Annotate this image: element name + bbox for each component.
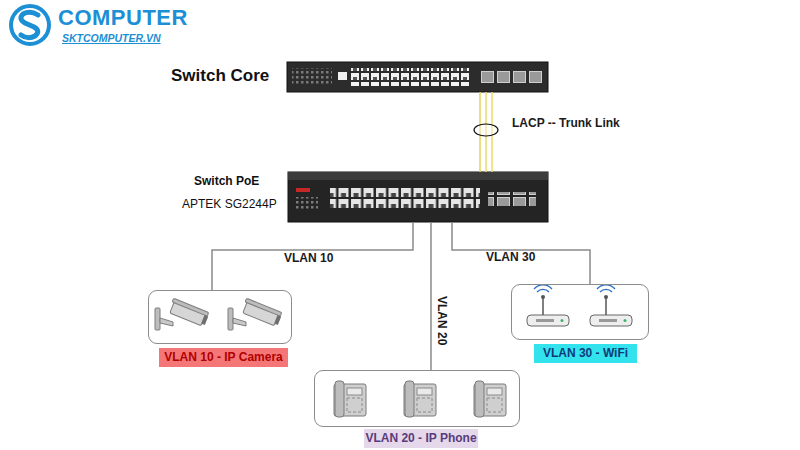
link-label: LACP -- Trunk Link bbox=[512, 116, 620, 130]
wifi-access-point bbox=[527, 285, 569, 326]
core-switch: Switch Core bbox=[287, 62, 548, 92]
wifi-access-point bbox=[590, 285, 632, 326]
ip-phone bbox=[404, 381, 436, 417]
vlan-link bbox=[212, 222, 413, 290]
device-name: Switch Core bbox=[171, 66, 269, 86]
logo-website: SKTCOMPUTER.VN bbox=[62, 32, 161, 44]
poe-switch-top bbox=[288, 172, 548, 180]
led-panel bbox=[292, 68, 332, 86]
device-name: Switch PoE bbox=[194, 174, 259, 189]
sfp-bank bbox=[479, 70, 543, 84]
logo-mark bbox=[21, 12, 38, 38]
ip-camera bbox=[228, 298, 283, 330]
brand-mark bbox=[296, 188, 310, 192]
ip-phone bbox=[334, 381, 366, 417]
model-name: APTEK SG2244P bbox=[182, 197, 277, 212]
led-panel bbox=[296, 197, 318, 211]
logo-ring bbox=[11, 6, 49, 44]
link-label: VLAN 20 bbox=[435, 296, 449, 345]
ip-camera bbox=[155, 298, 210, 330]
console-port bbox=[338, 72, 347, 80]
logo-text: COMPUTER bbox=[58, 6, 188, 30]
sfp-bank bbox=[488, 192, 536, 206]
port-bank bbox=[350, 68, 470, 86]
ip-phone bbox=[474, 381, 506, 417]
link-label: VLAN 30 bbox=[486, 250, 535, 264]
port-bank bbox=[330, 188, 480, 210]
group-tag: VLAN 30 - WiFi bbox=[534, 344, 637, 363]
poe-switch: Switch PoEAPTEK SG2244P bbox=[288, 172, 548, 222]
poe-switch-body bbox=[288, 172, 548, 222]
vlan-link bbox=[452, 222, 590, 284]
link-label: VLAN 10 bbox=[284, 251, 333, 265]
group-tag: VLAN 10 - IP Camera bbox=[159, 348, 288, 367]
lacp-bundle-ring bbox=[474, 124, 498, 136]
vlan-group-box: VLAN 10 - IP Camera bbox=[148, 290, 292, 344]
vlan-link bbox=[430, 222, 432, 370]
vlan-group-box: VLAN 20 - IP Phone bbox=[314, 370, 520, 427]
group-tag: VLAN 20 - IP Phone bbox=[364, 429, 478, 448]
vlan-group-box: VLAN 30 - WiFi bbox=[511, 284, 649, 340]
core-switch-body bbox=[287, 62, 548, 92]
